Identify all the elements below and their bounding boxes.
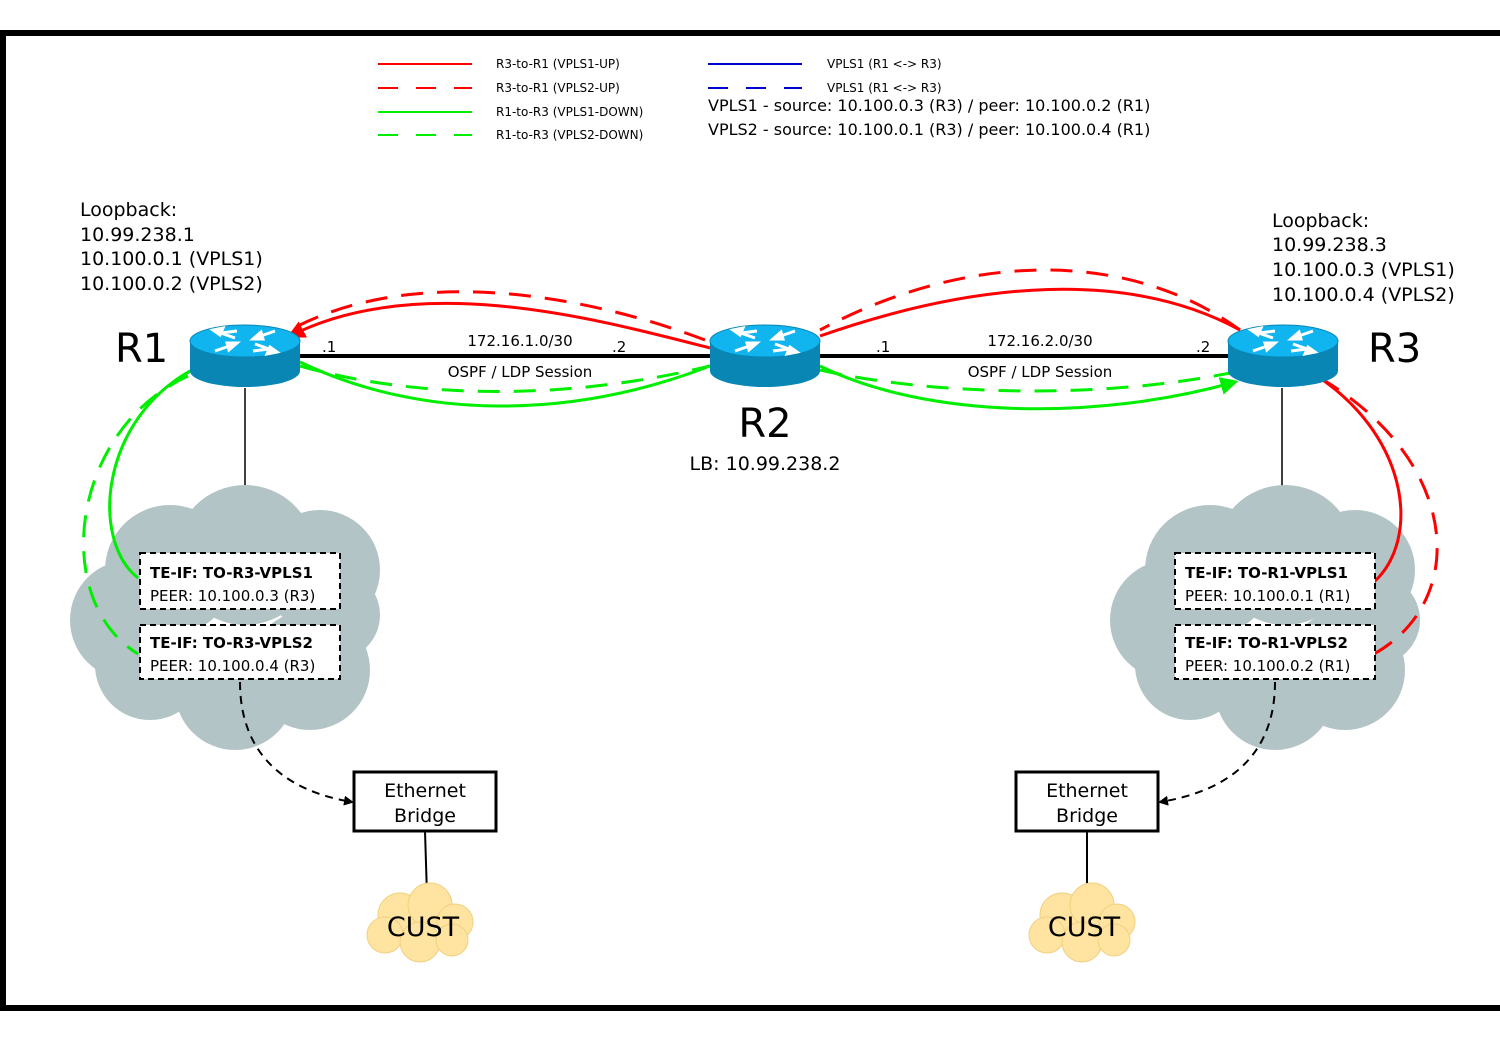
lsp-paths <box>82 268 1439 656</box>
legend-label-vpls2-down: R1-to-R3 (VPLS2-DOWN) <box>496 128 643 142</box>
cust-right-label: CUST <box>1048 912 1121 943</box>
r3-loopback: Loopback: 10.99.238.3 10.100.0.3 (VPLS1)… <box>1272 210 1455 306</box>
svg-text:TE-IF: TO-R1-VPLS1: TE-IF: TO-R1-VPLS1 <box>1185 564 1348 582</box>
svg-text:Loopback:: Loopback: <box>1272 210 1369 232</box>
svg-text:10.100.0.1 (VPLS1): 10.100.0.1 (VPLS1) <box>80 248 263 270</box>
r1-bridge-arrow <box>239 681 354 806</box>
te-if-r1-vpls1: TE-IF: TO-R3-VPLS1 PEER: 10.100.0.3 (R3) <box>139 552 341 610</box>
link-r2-r3-subnet: 172.16.2.0/30 <box>987 332 1092 350</box>
svg-text:TE-IF: TO-R3-VPLS2: TE-IF: TO-R3-VPLS2 <box>150 634 313 652</box>
cust-cloud-left <box>366 882 474 963</box>
link-r1-r2-session: OSPF / LDP Session <box>448 363 593 381</box>
legend-label-vpls1-up: R3-to-R1 (VPLS1-UP) <box>496 57 620 71</box>
lsp-vpls2-down-r2-r3 <box>819 368 1236 393</box>
svg-text:10.100.0.4 (VPLS2): 10.100.0.4 (VPLS2) <box>1272 284 1455 306</box>
svg-text:Loopback:: Loopback: <box>80 199 177 221</box>
router-r2-label: R2 <box>738 401 791 447</box>
router-r2-lb: LB: 10.99.238.2 <box>690 453 841 475</box>
svg-text:Bridge: Bridge <box>1056 805 1118 827</box>
link-r1-r2-left-ip: .1 <box>322 338 336 356</box>
lsp-r3-te-vpls2 <box>1319 376 1439 656</box>
link-r2-r3-session: OSPF / LDP Session <box>968 363 1113 381</box>
lsp-vpls2-up-r3-r2 <box>819 268 1241 332</box>
te-if-r3-vpls2: TE-IF: TO-R1-VPLS2 PEER: 10.100.0.2 (R1) <box>1174 624 1376 680</box>
legend: R3-to-R1 (VPLS1-UP) R3-to-R1 (VPLS2-UP) … <box>378 57 1150 142</box>
router-r3[interactable] <box>1226 323 1340 389</box>
svg-text:Bridge: Bridge <box>394 805 456 827</box>
router-r1[interactable] <box>188 323 302 389</box>
ethernet-bridge-left[interactable]: Ethernet Bridge <box>352 770 498 833</box>
lsp-r3-te-vpls1 <box>1319 376 1403 584</box>
svg-text:PEER: 10.100.0.1 (R1): PEER: 10.100.0.1 (R1) <box>1185 587 1350 605</box>
svg-text:10.100.0.2 (VPLS2): 10.100.0.2 (VPLS2) <box>80 273 263 295</box>
legend-label-vpls1-blue: VPLS1 (R1 <-> R3) <box>827 57 942 71</box>
legend-label-vpls1-blue-dashed: VPLS1 (R1 <-> R3) <box>827 81 942 95</box>
link-r2-r3-left-ip: .1 <box>876 338 890 356</box>
router-r2[interactable] <box>708 323 822 389</box>
svg-text:Ethernet: Ethernet <box>1046 780 1128 802</box>
link-r1-r2-subnet: 172.16.1.0/30 <box>467 332 572 350</box>
r1-cloud <box>70 485 380 750</box>
svg-text:PEER: 10.100.0.3 (R3): PEER: 10.100.0.3 (R3) <box>150 587 315 605</box>
vpls2-info: VPLS2 - source: 10.100.0.1 (R3) / peer: … <box>708 120 1150 139</box>
svg-text:PEER: 10.100.0.4 (R3): PEER: 10.100.0.4 (R3) <box>150 657 315 675</box>
r3-cloud <box>1110 485 1420 750</box>
te-if-r3-vpls1: TE-IF: TO-R1-VPLS1 PEER: 10.100.0.1 (R1) <box>1174 552 1376 610</box>
legend-label-vpls2-up: R3-to-R1 (VPLS2-UP) <box>496 81 620 95</box>
svg-text:10.100.0.3 (VPLS1): 10.100.0.3 (VPLS1) <box>1272 259 1455 281</box>
cust-left-label: CUST <box>387 912 460 943</box>
lsp-vpls2-down-r1-r2 <box>299 364 711 393</box>
router-r3-label: R3 <box>1368 326 1421 372</box>
svg-text:TE-IF: TO-R1-VPLS2: TE-IF: TO-R1-VPLS2 <box>1185 634 1348 652</box>
svg-text:PEER: 10.100.0.2 (R1): PEER: 10.100.0.2 (R1) <box>1185 657 1350 675</box>
r1-loopback: Loopback: 10.99.238.1 10.100.0.1 (VPLS1)… <box>80 199 263 295</box>
link-r1-r2-right-ip: .2 <box>612 338 626 356</box>
legend-label-vpls1-down: R1-to-R3 (VPLS1-DOWN) <box>496 105 643 119</box>
lsp-vpls1-up-r2-r1 <box>286 301 711 350</box>
r3-bridge-arrow <box>1158 681 1276 806</box>
lsp-vpls1-up-r3-r2 <box>819 287 1241 338</box>
svg-text:Ethernet: Ethernet <box>384 780 466 802</box>
diagram-frame <box>0 30 1500 1011</box>
svg-text:TE-IF: TO-R3-VPLS1: TE-IF: TO-R3-VPLS1 <box>150 564 313 582</box>
svg-text:10.99.238.3: 10.99.238.3 <box>1272 234 1387 256</box>
lsp-vpls1-down-r1-r2 <box>299 360 711 408</box>
svg-text:10.99.238.1: 10.99.238.1 <box>80 224 195 246</box>
cust-cloud-right <box>1028 882 1136 963</box>
lsp-vpls1-down-r2-r3 <box>819 364 1239 411</box>
lsp-r1-te-vpls2 <box>82 374 189 656</box>
lsp-r1-te-vpls1 <box>108 368 193 580</box>
ethernet-bridge-right[interactable]: Ethernet Bridge <box>1014 770 1160 833</box>
lsp-vpls2-up-r2-r1 <box>289 290 706 342</box>
router-r1-label: R1 <box>115 326 168 372</box>
vpls1-info: VPLS1 - source: 10.100.0.3 (R3) / peer: … <box>708 96 1150 115</box>
link-r2-r3-right-ip: .2 <box>1196 338 1210 356</box>
te-if-r1-vpls2: TE-IF: TO-R3-VPLS2 PEER: 10.100.0.4 (R3) <box>139 624 341 680</box>
